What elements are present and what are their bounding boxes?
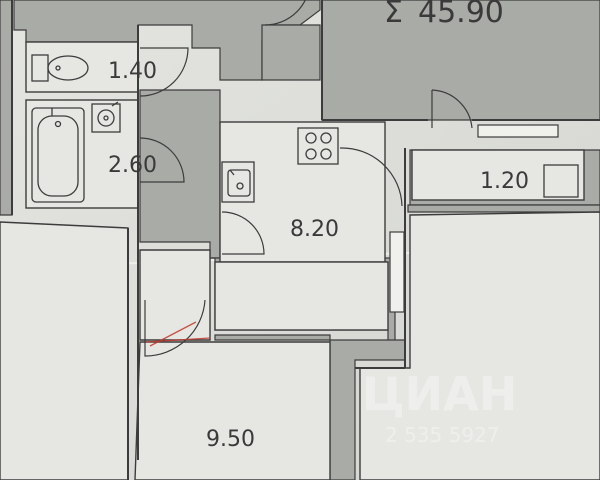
stove [297,127,339,165]
door-swings [139,0,473,357]
balcony-area-label: 1.20 [480,169,529,194]
left-wall-block [0,0,13,216]
total-area-label: 45.90 [418,0,504,30]
kitchen-window [389,231,405,313]
left-room [0,221,129,480]
rooms [0,41,600,480]
balcony-window [477,124,559,138]
hallway [139,249,211,341]
shaft-block [261,24,321,81]
red-pen-marks [145,321,211,347]
kitchen-area-label: 8.20 [290,217,339,242]
kitchen-sink [221,161,255,203]
top-left-wall-block [13,0,321,81]
bathroom-door [139,137,185,183]
watermark-brand: ЦИАН [362,367,517,421]
toilet-area-label: 1.40 [108,59,157,84]
kitchen-door [221,211,265,255]
kitchen-arc [339,147,403,207]
right-room [359,211,600,480]
hall-door [144,299,206,357]
bathroom-area-label: 2.60 [108,153,157,178]
balcony-appliance [543,164,579,198]
bathtub [31,107,85,203]
living-room-area-label: 9.50 [206,427,255,452]
kitchen-nook [214,261,389,331]
toilet-room [25,41,139,93]
toilet-fixture [31,54,89,82]
living-room [134,341,331,480]
watermark-phone: 2 535 5927 [385,423,500,447]
wall-lines [11,0,600,480]
right-wall-strip [407,204,600,213]
bathroom-sink [91,101,121,133]
balcony-room [411,149,585,201]
toilet-door [139,47,189,97]
total-symbol: Σ [384,0,403,30]
balcony-door [431,89,473,129]
top-door [264,0,306,26]
windows [389,124,559,313]
